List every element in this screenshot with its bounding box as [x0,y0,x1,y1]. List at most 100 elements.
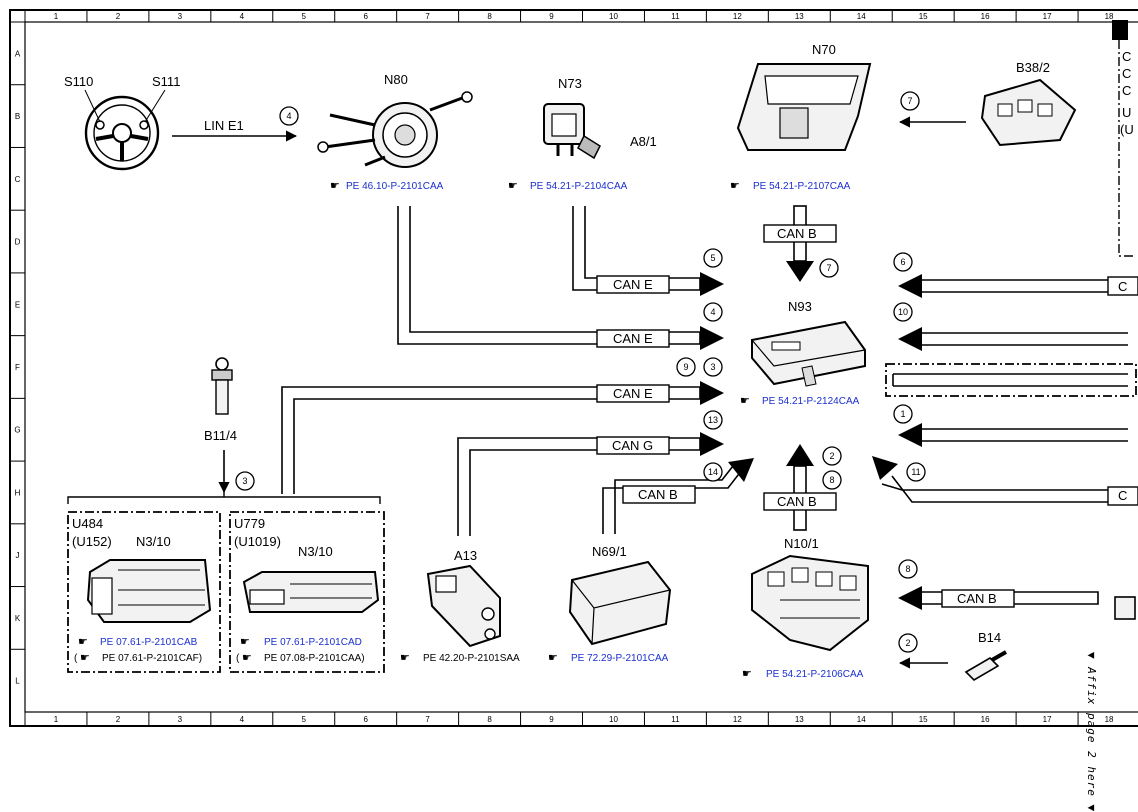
marker-7a: 7 [900,91,920,111]
grid-col-label: 9 [549,12,554,21]
can-e-from-n80 [397,206,724,350]
grid-col-label: 7 [425,12,430,21]
n73-ignition-icon [543,103,601,160]
grid-col-label: 5 [302,715,307,724]
grid-col-label: 12 [733,715,742,724]
grid-col-label: 10 [609,715,618,724]
bus-label-can-b-mid: CAN B [777,494,817,509]
label-n10-1: N10/1 [784,536,819,551]
svg-text:7: 7 [826,263,831,273]
marker-2a: 2 [822,446,842,466]
ref-n93-text[interactable]: PE 54.21-P-2124CAA [762,396,860,407]
grid-col-label: 5 [302,12,307,21]
ref-n73-text[interactable]: PE 54.21-P-2104CAA [530,181,628,192]
label-b38-2: B38/2 [1016,60,1050,75]
svg-text:10: 10 [898,307,908,317]
grid-col-label: 14 [857,12,866,21]
marker-3b: 3 [235,471,255,491]
u484-group-box [67,511,221,673]
svg-text:4: 4 [710,307,715,317]
ref-n70: ☛ PE 54.21-P-2107CAA [730,180,851,192]
grid-ticks: 1122334455667788991010111112121313141415… [10,10,1114,726]
manual-ref-icon: ☛ [508,180,518,192]
ref-n10-1-text[interactable]: PE 54.21-P-2106CAA [766,669,864,680]
edge-label-5: (U [1120,122,1134,137]
grid-row-label: F [15,363,20,372]
edge-box-6 [1107,276,1138,296]
ref-u484: ☛ PE 07.61-P-2101CAB ( ☛ PE 07.61-P-2101… [74,636,202,664]
can-b-up-from-n10-1 [763,444,837,531]
a13-module-icon [426,564,501,648]
grid-row-label: H [15,488,21,497]
ref-n80: ☛ PE 46.10-P-2101CAA [330,180,444,192]
label-b11-4: B11/4 [204,428,237,443]
ref-n80-text[interactable]: PE 46.10-P-2101CAA [346,181,444,192]
group-bracket [67,491,381,504]
n80-module-icon [317,91,473,168]
ref-u779-paren: ( [236,653,240,664]
can-g-from-a13 [457,432,724,536]
grid-col-label: 11 [671,12,680,21]
b14-sensor-icon [964,650,1007,682]
ref-u779-text[interactable]: PE 07.61-P-2101CAD [264,637,362,648]
ref-a13-text[interactable]: PE 42.20-P-2101SAA [423,653,520,664]
marker-1: 1 [893,404,913,424]
label-n3-10-b: N3/10 [298,544,333,559]
label-n3-10-a: N3/10 [136,534,171,549]
grid-col-label: 12 [733,12,742,21]
grid-col-label: 9 [549,715,554,724]
ref-n70-text[interactable]: PE 54.21-P-2107CAA [753,181,851,192]
grid-row-label: C [15,175,21,184]
edge-label-3: C [1122,83,1131,98]
grid-row-label: D [15,238,21,247]
marker-10: 10 [893,302,913,322]
ref-u484-text[interactable]: PE 07.61-P-2101CAB [100,637,198,648]
ref-u779: ☛ PE 07.61-P-2101CAD ( ☛ PE 07.08-P-2101… [236,636,365,664]
marker-3a: 3 [703,357,723,377]
marker-7b: 7 [819,258,839,278]
grid-col-label: 18 [1105,12,1114,21]
ref-n69-1-text[interactable]: PE 72.29-P-2101CAA [571,653,669,664]
right-can-11 [872,456,1128,503]
edge-connector-icon [1114,596,1136,620]
bus-label-can-e-1: CAN E [613,277,653,292]
edge-label-1: C [1122,49,1131,64]
label-u484: U484 [72,516,103,531]
marker-14: 14 [703,462,723,482]
b38-2-sensor-icon [980,78,1077,147]
grid-col-label: 8 [487,715,492,724]
b11-4-sensor-icon [211,357,233,415]
grid-col-label: 7 [425,715,430,724]
s111-leader [144,89,166,123]
ref-n93: ☛ PE 54.21-P-2124CAA [740,395,860,407]
n3-10-ecu-icon [242,571,380,613]
bus-label-can-b-k: CAN B [957,591,997,606]
marker-8b: 8 [898,559,918,579]
grid-col-label: 15 [919,12,928,21]
manual-ref-icon: ☛ [240,636,250,648]
svg-text:2: 2 [829,451,834,461]
svg-text:9: 9 [683,362,688,372]
marker-4b: 4 [703,302,723,322]
affix-page-note: ▼ Affix page 2 here ▼ [1085,652,1098,812]
ref-u779-alt-text[interactable]: PE 07.08-P-2101CAA) [264,653,365,664]
svg-text:3: 3 [242,476,247,486]
grid-col-label: 2 [116,12,121,21]
svg-text:4: 4 [286,111,291,121]
can-b-into-n10-1 [898,586,1099,610]
ref-u484-alt-text[interactable]: PE 07.61-P-2101CAF) [102,653,202,664]
svg-text:6: 6 [900,257,905,267]
grid-row-label: J [16,551,20,560]
edge-label-6: C [1118,279,1127,294]
label-u1019: (U1019) [234,534,281,549]
marker-13: 13 [703,410,723,430]
grid-col-label: 17 [1043,12,1052,21]
grid-row-label: E [15,300,20,309]
manual-ref-icon: ☛ [730,180,740,192]
label-s110: S110 [64,74,93,89]
manual-ref-icon: ☛ [78,636,88,648]
bus-label-can-b-h: CAN B [638,487,678,502]
manual-ref-icon: ☛ [548,652,558,664]
grid-col-label: 3 [178,715,183,724]
